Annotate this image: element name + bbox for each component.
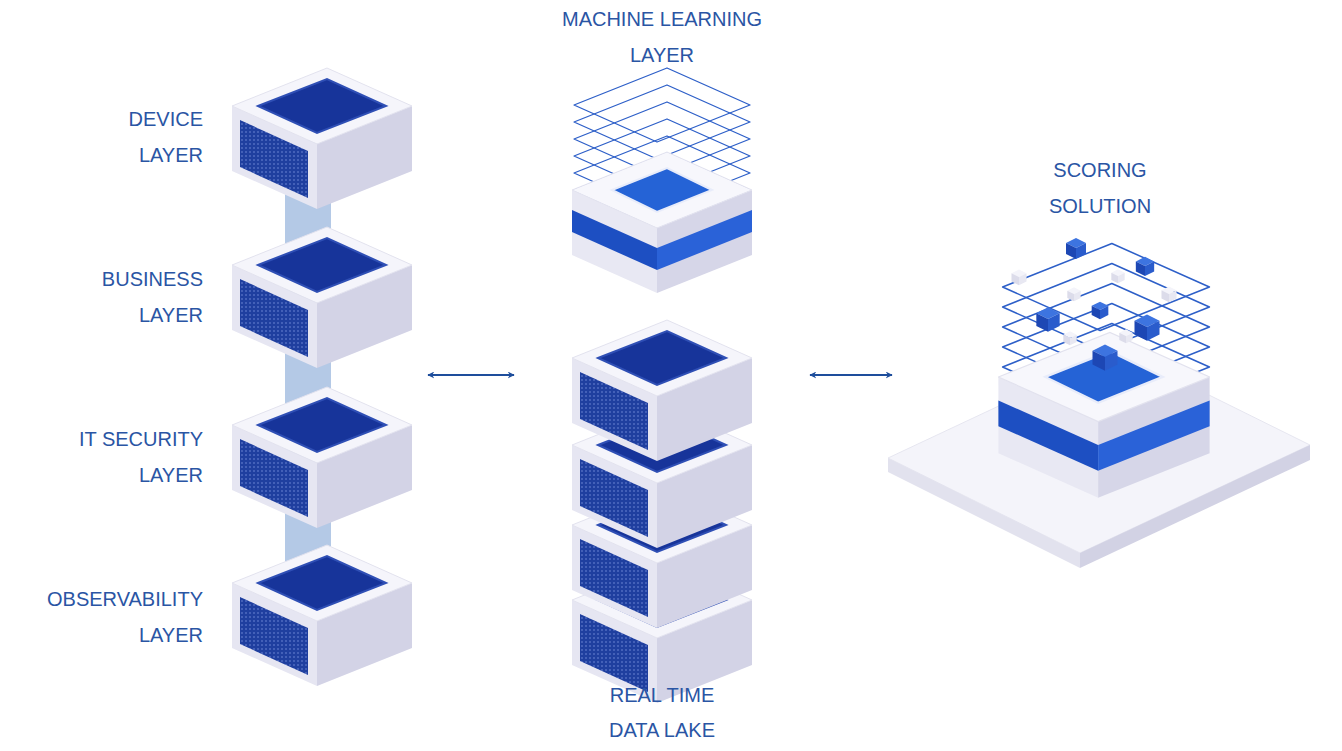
ml-layer: MACHINE LEARNING LAYER xyxy=(522,0,802,300)
layer-label: MACHINE LEARNING LAYER xyxy=(542,1,782,73)
layer-label: REAL TIME DATA LAKE xyxy=(587,678,737,748)
layer-label: IT SECURITY LAYER xyxy=(67,421,203,493)
observability-layer: OBSERVABILITY LAYER xyxy=(20,545,420,695)
double-arrow xyxy=(428,374,514,376)
business-layer: BUSINESS LAYER xyxy=(20,225,420,375)
device-layer: DEVICE LAYER xyxy=(20,65,420,215)
data-lake: REAL TIME DATA LAKE xyxy=(522,300,802,751)
layer-label: BUSINESS LAYER xyxy=(67,261,203,333)
layer-label: DEVICE LAYER xyxy=(67,101,203,173)
double-arrow xyxy=(810,374,892,376)
scoring-solution: SCORING SOLUTION xyxy=(900,150,1320,590)
layer-label: OBSERVABILITY LAYER xyxy=(33,581,203,653)
security-layer: IT SECURITY LAYER xyxy=(20,385,420,535)
layer-label: SCORING SOLUTION xyxy=(1030,152,1170,224)
